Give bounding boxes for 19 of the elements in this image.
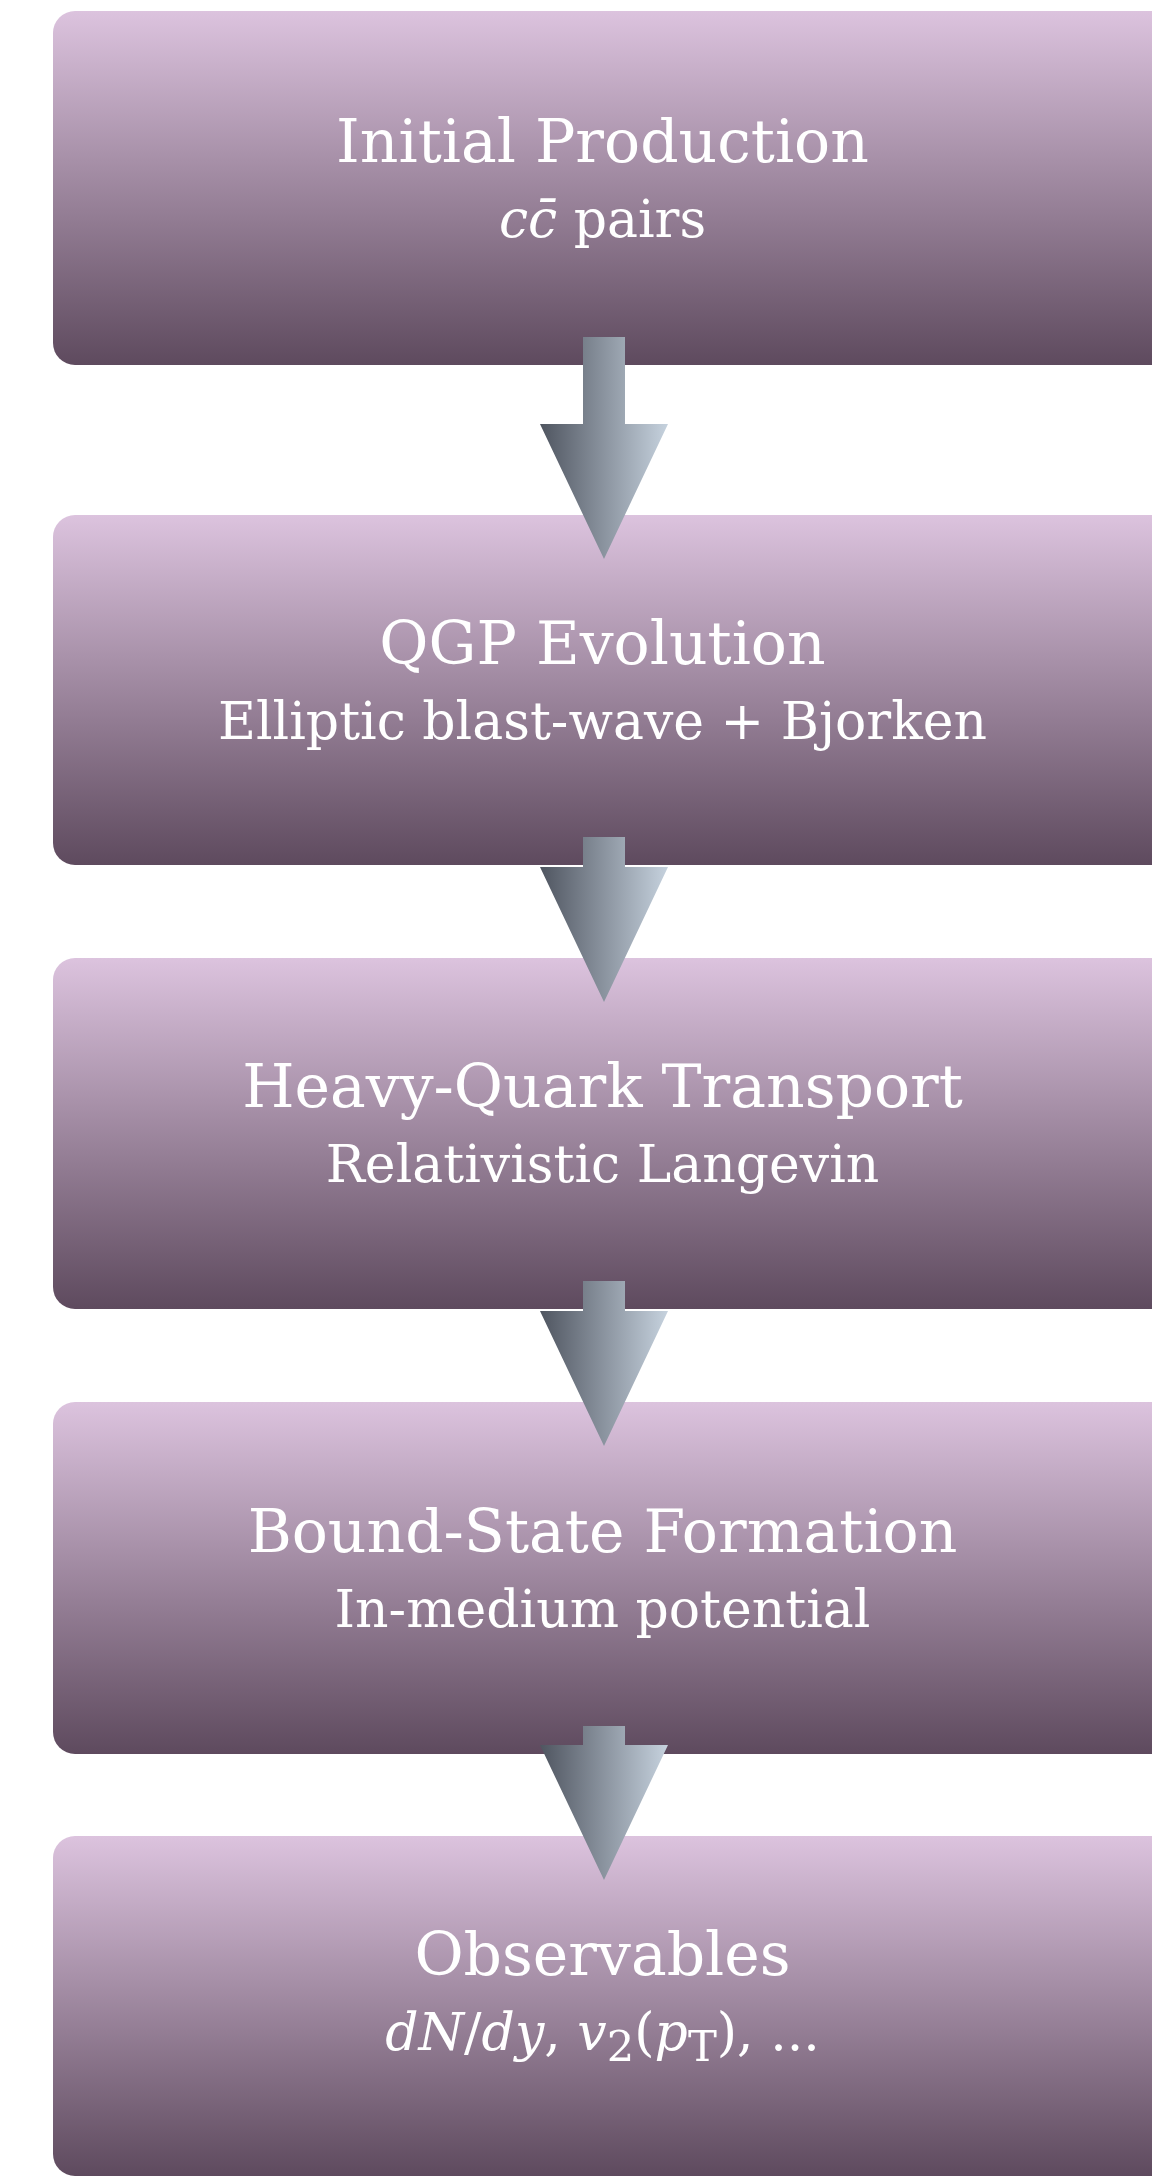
box-title: Heavy-Quark Transport xyxy=(242,1052,963,1122)
box-subtitle: dN/dy, v$_{2}$(p$_{T}$), ... xyxy=(385,2002,820,2073)
box-title: QGP Evolution xyxy=(379,608,826,678)
block-arrow xyxy=(540,1726,668,1880)
process-box xyxy=(53,11,1152,365)
process-box xyxy=(53,1402,1152,1754)
process-box xyxy=(53,1836,1152,2176)
block-arrow xyxy=(540,337,668,559)
process-box xyxy=(53,958,1152,1309)
box-subtitle: cc̄ pairs xyxy=(498,189,707,250)
box-title: Observables xyxy=(414,1919,791,1989)
process-box xyxy=(53,515,1152,865)
box-subtitle: In-medium potential xyxy=(334,1579,871,1640)
box-subtitle: Elliptic blast-wave + Bjorken xyxy=(218,691,987,752)
box-subtitle: Relativistic Langevin xyxy=(325,1135,880,1195)
block-arrow xyxy=(540,1281,668,1446)
box-title: Initial Production xyxy=(336,106,869,176)
box-title: Bound-State Formation xyxy=(247,1496,958,1566)
block-arrow xyxy=(540,837,668,1002)
